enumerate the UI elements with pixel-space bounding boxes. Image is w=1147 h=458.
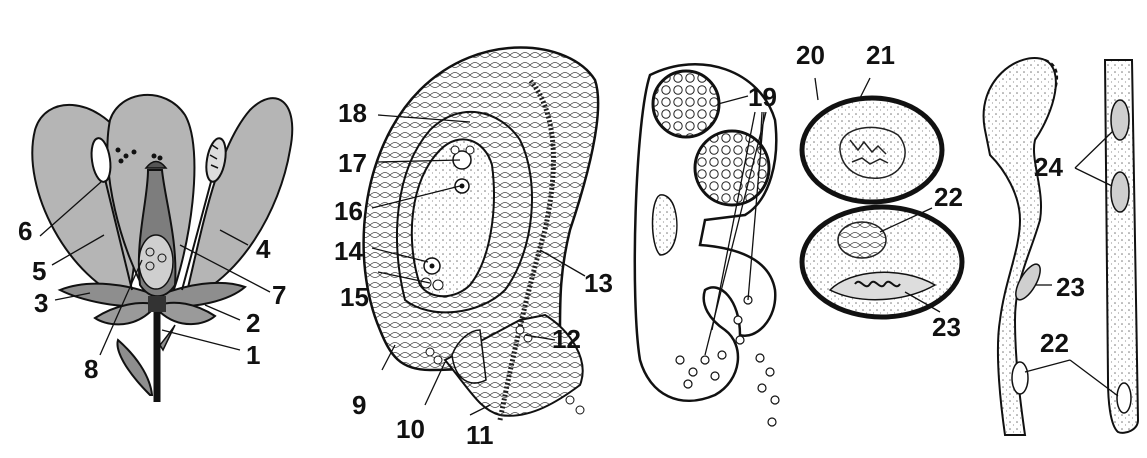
label-19: 19 — [748, 82, 777, 112]
anther-right — [205, 137, 227, 183]
receptacle — [148, 296, 166, 312]
label-18: 18 — [338, 98, 367, 128]
label-9: 9 — [352, 390, 367, 420]
label-20: 20 — [796, 40, 825, 70]
label-23-left: 23 — [932, 312, 961, 342]
filament-left — [103, 174, 133, 291]
ovary — [138, 234, 174, 290]
label-16: 16 — [334, 196, 363, 226]
sperm-cell-right-lower — [1110, 171, 1130, 213]
label-24: 24 — [1034, 152, 1063, 182]
stigma — [144, 160, 168, 169]
label-5: 5 — [32, 256, 47, 286]
label-4: 4 — [256, 234, 271, 264]
label-22-upper: 22 — [934, 182, 963, 212]
label-2: 2 — [246, 308, 261, 338]
sperm-cell-right-upper — [1110, 99, 1130, 141]
anther-figure — [633, 62, 780, 427]
pollen-tube-right — [1103, 59, 1140, 434]
embryo-sac — [410, 138, 495, 298]
label-7: 7 — [272, 280, 287, 310]
label-12: 12 — [552, 324, 581, 354]
pollen-sac-2 — [693, 129, 771, 207]
anther-left — [90, 137, 112, 183]
label-15: 15 — [340, 282, 369, 312]
label-3: 3 — [34, 288, 49, 318]
label-8: 8 — [84, 354, 99, 384]
petal-right — [183, 97, 294, 302]
pollen-sac-1 — [651, 69, 721, 139]
filament-right — [181, 177, 213, 291]
pollen-tube-left — [982, 57, 1057, 436]
label-1: 1 — [246, 340, 261, 370]
vegetative-nucleus — [837, 221, 887, 259]
label-23-right: 23 — [1056, 272, 1085, 302]
pollen-grain-upper — [799, 95, 945, 205]
label-6: 6 — [18, 216, 33, 246]
label-14: 14 — [334, 236, 363, 266]
leaf — [116, 338, 154, 396]
sepal-front — [93, 302, 161, 326]
label-17: 17 — [338, 148, 367, 178]
label-10: 10 — [396, 414, 425, 444]
pollen-grain-lower — [799, 204, 965, 320]
pollen-nucleus-upper — [839, 126, 906, 179]
dispersing-pollen — [675, 295, 780, 427]
connective-tissue — [651, 194, 678, 256]
flower-figure — [31, 93, 294, 402]
sperm-cell-left — [1015, 263, 1041, 301]
tube-nucleus-left — [1011, 361, 1029, 395]
label-22-lower: 22 — [1040, 328, 1069, 358]
label-13: 13 — [584, 268, 613, 298]
sepal-front-right — [156, 301, 217, 326]
label-21: 21 — [866, 40, 895, 70]
tube-nucleus-right — [1116, 382, 1132, 414]
label-11: 11 — [466, 420, 494, 450]
ovule-figure — [362, 46, 600, 421]
pollen-grains-figure — [799, 77, 965, 320]
pollen-tube-figure — [982, 57, 1140, 436]
